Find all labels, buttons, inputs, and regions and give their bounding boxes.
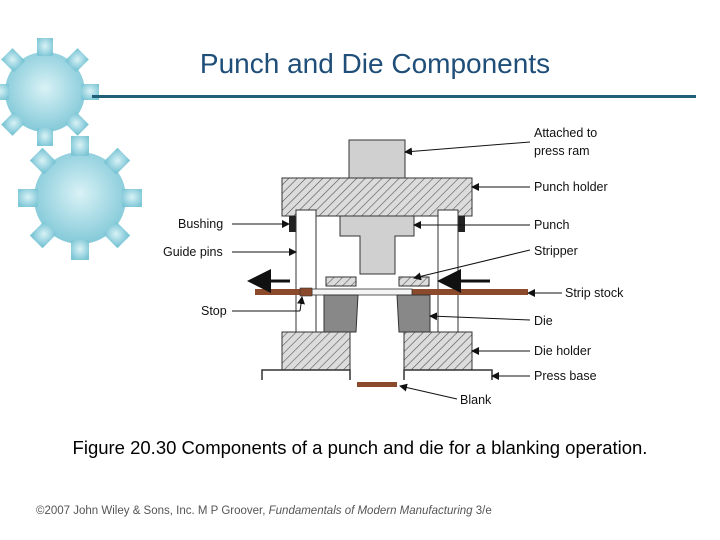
guide-pin-left [295,209,317,333]
footer-suffix: 3/e [472,505,492,517]
label-strip-stock: Strip stock [565,286,624,300]
label-attached-line1: Attached to [534,126,597,140]
page-title: Punch and Die Components [199,48,551,79]
footer-book-title: Fundamentals of Modern Manufacturing [268,505,473,517]
bushing-right [457,216,465,232]
die-right [396,294,431,333]
die-holder-left [281,331,351,371]
figure-caption: Figure 20.30 Components of a punch and d… [72,437,648,458]
stop [299,287,313,297]
label-guide-pins: Guide pins [163,245,223,259]
press-base [261,369,493,380]
strip-stock-center [311,288,413,296]
die-left [323,294,359,333]
ram-shank [348,139,406,179]
label-press-base: Press base [534,369,597,383]
decorative-gears [0,38,142,260]
label-die: Die [534,314,553,328]
footer-prefix: ©2007 John Wiley & Sons, Inc. M P Groove… [36,505,269,517]
title-divider [92,95,696,98]
label-die-holder: Die holder [534,344,591,358]
gear-icon-bottom [18,136,142,260]
label-stripper: Stripper [534,244,578,258]
punch [339,215,415,275]
label-stop: Stop [201,304,227,318]
bushing-left [289,216,297,232]
label-blank: Blank [460,393,492,407]
label-punch: Punch [534,218,569,232]
label-bushing: Bushing [178,217,223,231]
blank [357,382,397,387]
gear-icon-top [0,38,99,146]
stripper-right [398,276,430,287]
copyright-footer: ©2007 John Wiley & Sons, Inc. M P Groove… [36,505,492,517]
die-holder-right [403,331,473,371]
label-attached-line2: press ram [534,144,590,158]
label-punch-holder: Punch holder [534,180,608,194]
stripper-left [325,276,357,287]
